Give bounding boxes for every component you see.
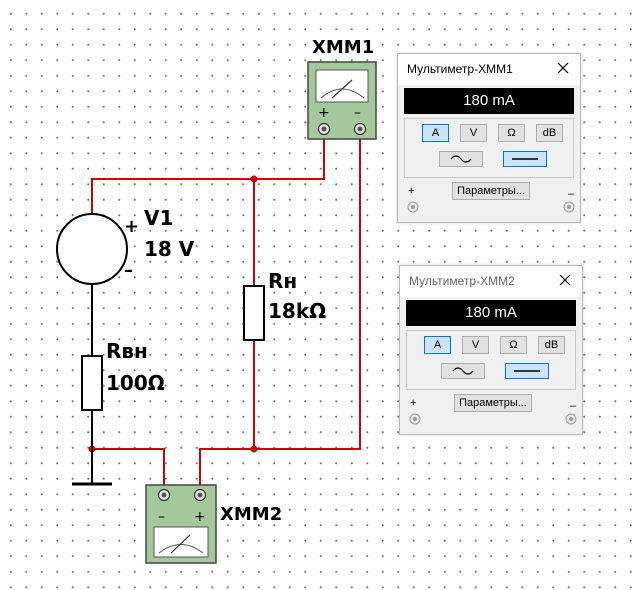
decibel-button[interactable]: dB <box>538 336 565 354</box>
xmm2-plus-sign: + <box>194 509 206 525</box>
minus-terminal-label: – <box>568 188 575 200</box>
window-titlebar[interactable]: Мультиметр-XMM2 <box>400 266 582 297</box>
resistor-r-internal[interactable]: Rвн 100Ω <box>81 283 165 449</box>
window-titlebar[interactable]: Мультиметр-XMM1 <box>398 54 580 85</box>
ohmmeter-button[interactable]: Ω <box>498 124 525 142</box>
sine-wave-icon <box>452 367 474 375</box>
window-title: Мультиметр-XMM2 <box>409 274 515 288</box>
minus-terminal-label: – <box>570 400 577 412</box>
r-internal-value-label: 100Ω <box>106 371 165 395</box>
minus-terminal-icon[interactable] <box>565 413 577 425</box>
voltage-source-v1[interactable]: + – V1 18 V <box>56 206 195 285</box>
xmm1-name-label: XMM1 <box>312 37 374 58</box>
multimeter-xmm2-symbol[interactable]: – + XMM2 <box>145 484 282 564</box>
plus-terminal-label: + <box>410 397 417 409</box>
source-plus-sign: + <box>124 216 139 237</box>
xmm1-minus-sign: – <box>354 105 361 121</box>
dc-line-icon <box>512 158 538 160</box>
mode-panel: A V Ω dB <box>404 118 574 178</box>
dc-mode-button[interactable] <box>505 363 549 379</box>
voltmeter-button[interactable]: V <box>460 124 487 142</box>
source-minus-sign: – <box>124 260 133 281</box>
r-load-name-label: Rн <box>268 269 297 293</box>
close-icon[interactable] <box>552 57 574 79</box>
reading-display: 180 mA <box>404 88 574 114</box>
dc-mode-button[interactable] <box>503 151 547 167</box>
xmm2-name-label: XMM2 <box>220 504 282 525</box>
r-internal-name-label: Rвн <box>106 339 148 363</box>
xmm1-plus-sign: + <box>318 105 330 121</box>
ac-mode-button[interactable] <box>441 363 485 379</box>
plus-terminal-icon[interactable] <box>407 201 419 213</box>
close-icon[interactable] <box>554 269 576 291</box>
mode-panel: A V Ω dB <box>406 330 576 390</box>
ammeter-button[interactable]: A <box>422 124 449 142</box>
window-title: Мультиметр-XMM1 <box>407 62 513 76</box>
ohmmeter-button[interactable]: Ω <box>500 336 527 354</box>
r-load-value-label: 18kΩ <box>268 299 326 323</box>
plus-terminal-label: + <box>408 185 415 197</box>
wires[interactable] <box>91 139 361 488</box>
ac-mode-button[interactable] <box>439 151 483 167</box>
multimeter-xmm1-window: Мультиметр-XMM1 180 mA A V Ω dB + – Пара… <box>397 53 581 223</box>
source-value-label: 18 V <box>144 237 195 261</box>
sine-wave-icon <box>450 155 472 163</box>
ground-symbol[interactable] <box>72 449 112 486</box>
reading-display: 180 mA <box>406 300 576 326</box>
dc-line-icon <box>514 370 540 372</box>
multimeter-xmm1-symbol[interactable]: XMM1 + – <box>307 37 377 140</box>
source-name-label: V1 <box>144 206 173 230</box>
xmm2-minus-sign: – <box>158 509 165 525</box>
voltmeter-button[interactable]: V <box>462 336 489 354</box>
plus-terminal-icon[interactable] <box>409 413 421 425</box>
ammeter-button[interactable]: A <box>424 336 451 354</box>
minus-terminal-icon[interactable] <box>563 201 575 213</box>
decibel-button[interactable]: dB <box>536 124 563 142</box>
parameters-button[interactable]: Параметры... <box>454 394 532 412</box>
parameters-button[interactable]: Параметры... <box>452 182 530 200</box>
resistor-r-load[interactable]: Rн 18kΩ <box>243 269 326 341</box>
multimeter-xmm2-window: Мультиметр-XMM2 180 mA A V Ω dB + – Пара… <box>399 265 583 435</box>
